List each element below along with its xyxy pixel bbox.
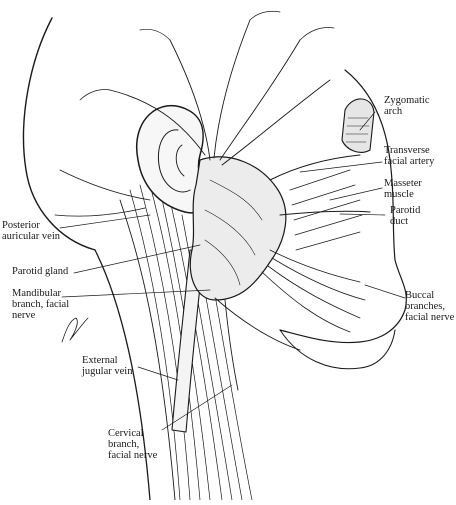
leader-masseter bbox=[329, 187, 383, 201]
temporal-vessels bbox=[109, 19, 331, 166]
label-mandibular-branch: Mandibular branch, facial nerve bbox=[12, 288, 70, 321]
label-parotid-duct: Parotid duct bbox=[390, 205, 421, 227]
artist-signature bbox=[61, 317, 89, 343]
leader-parotid-duct bbox=[339, 213, 386, 216]
parotid-gland bbox=[189, 156, 287, 301]
label-external-jugular-vein: External jugular vein bbox=[82, 355, 133, 377]
parotid-duct bbox=[279, 210, 371, 216]
face-profile bbox=[279, 69, 407, 344]
label-parotid-gland: Parotid gland bbox=[12, 266, 69, 277]
leader-external-jugular bbox=[137, 366, 179, 381]
buccal-branches bbox=[261, 249, 366, 333]
neck-outline-left bbox=[94, 249, 151, 501]
mandibular-branch bbox=[214, 297, 301, 351]
leader-mandibular bbox=[61, 289, 211, 298]
head-outline bbox=[22, 17, 96, 251]
leader-parotid-gland bbox=[73, 244, 201, 274]
transverse-facial-artery bbox=[269, 154, 361, 181]
cervical-branch bbox=[224, 299, 239, 391]
label-cervical-branch: Cervical branch, facial nerve bbox=[108, 428, 158, 461]
label-zygomatic-arch: Zygomatic arch bbox=[384, 95, 430, 117]
leader-zygomatic bbox=[359, 111, 376, 131]
leader-transverse bbox=[299, 161, 383, 173]
label-buccal-branches: Buccal branches, facial nerve bbox=[405, 290, 455, 323]
label-posterior-auricular-vein: Posterior auricular vein bbox=[2, 220, 61, 242]
leader-cervical bbox=[161, 384, 233, 431]
label-masseter-muscle: Masseter muscle bbox=[384, 178, 422, 200]
leader-posterior-auricular bbox=[59, 214, 151, 229]
label-transverse-facial-artery: Transverse facial artery bbox=[384, 145, 435, 167]
leader-buccal bbox=[364, 284, 406, 299]
zygomatic-arch bbox=[341, 98, 375, 153]
